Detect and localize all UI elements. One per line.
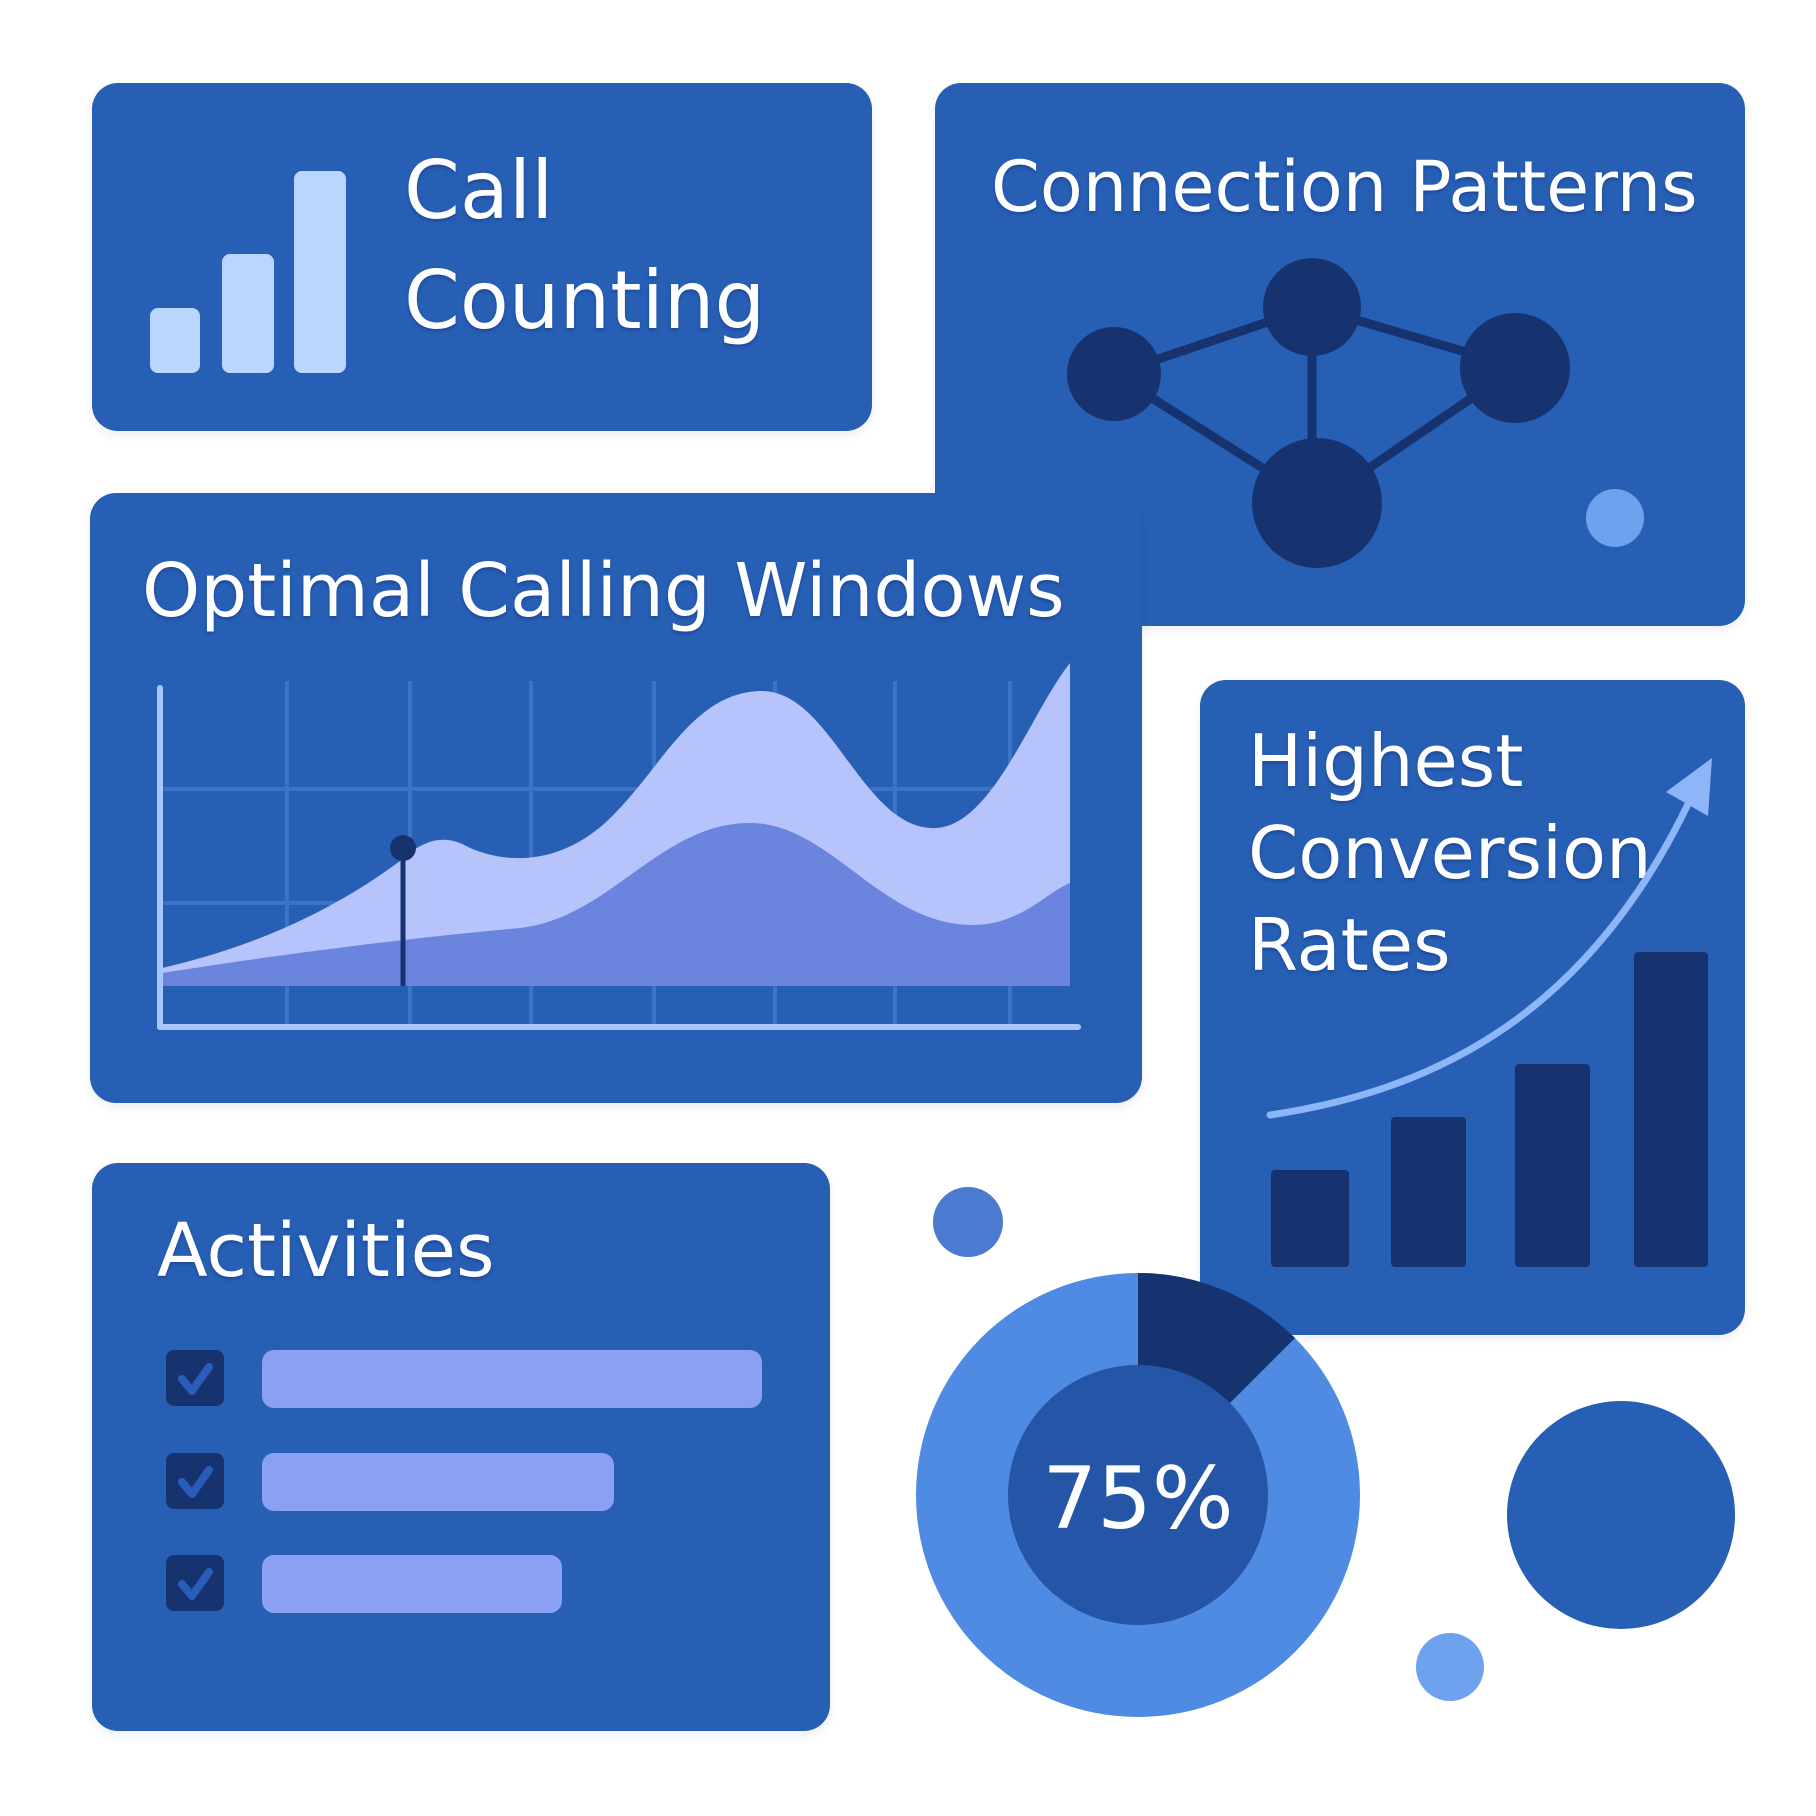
bar-chart-icon-bar-3 [294,171,346,373]
bar-chart-icon-bar-1 [150,308,200,373]
donut-percent-label: 75% [1042,1449,1234,1549]
checkbox-checked-icon [166,1453,224,1509]
call-counting-title-line-1: Call [404,144,554,237]
trend-up-arrow-icon-head [1666,758,1712,816]
optimal-calling-windows-title: Optimal Calling Windows [142,548,1065,634]
area-chart-icon-marker-dot [390,835,416,861]
area-chart-icon [157,663,1081,1030]
trend-up-arrow-icon [1266,758,1712,1267]
activities-item-2-bar [262,1453,614,1511]
decorative-dot-small-left [933,1187,1003,1257]
activities-item-1-bar [262,1350,762,1408]
network-node-top [1263,258,1361,356]
decorative-circle-large [1507,1401,1735,1629]
checkbox-checked-icon [166,1350,224,1406]
call-counting-title-line-2: Counting [404,254,766,347]
conversion-bar-1 [1271,1170,1349,1267]
highest-conversion-rates-title-line-2: Conversion [1248,811,1652,895]
network-node-left [1067,327,1161,421]
highest-conversion-rates-title-line-1: Highest [1248,719,1524,803]
checkbox-checked-icon [166,1555,224,1611]
activities-item-3 [166,1555,562,1613]
conversion-bar-2 [1391,1117,1466,1267]
network-node-right [1460,313,1570,423]
activities-item-3-bar [262,1555,562,1613]
highest-conversion-rates-card: Highest Conversion Rates [1200,680,1745,1335]
call-counting-card: Call Counting [92,83,872,431]
network-graph-icon [1067,258,1644,568]
decorative-dot-small-bottom [1416,1633,1484,1701]
conversion-bar-4 [1634,952,1708,1267]
activities-item-1 [166,1350,762,1408]
highest-conversion-rates-title-line-3: Rates [1248,903,1451,987]
decorative-dot [1586,489,1644,547]
area-chart-icon-front-area [162,823,1070,986]
trend-up-arrow-icon-curve [1266,796,1694,1119]
conversion-bar-3 [1515,1064,1590,1267]
connection-patterns-title: Connection Patterns [991,146,1698,228]
network-node-bottom [1252,438,1382,568]
activities-checklist [166,1350,762,1613]
activities-card: Activities [92,1163,830,1731]
bar-chart-icon [150,171,346,373]
activities-title: Activities [157,1208,495,1294]
bar-chart-icon-bar-2 [222,254,274,373]
optimal-calling-windows-card: Optimal Calling Windows [90,493,1142,1103]
activities-item-2 [166,1453,614,1511]
